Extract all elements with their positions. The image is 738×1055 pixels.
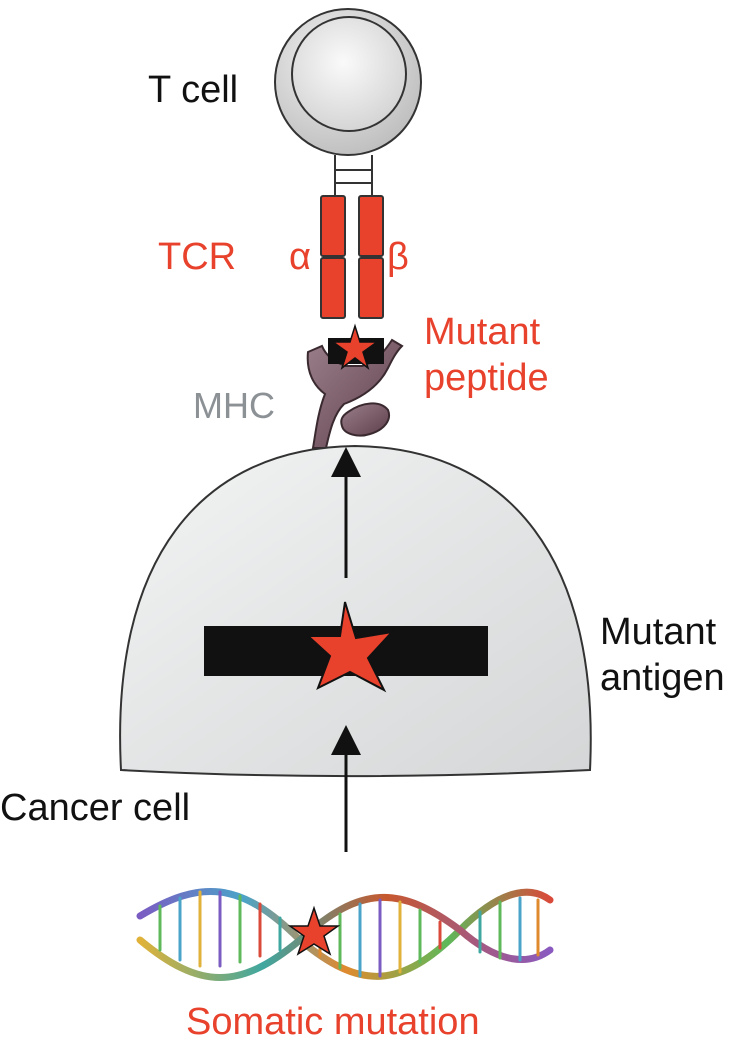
mutant-peptide-label-line1: Mutant	[424, 311, 541, 353]
tcr-alpha-chain	[320, 195, 346, 319]
antigen-mutation-star-icon	[305, 601, 395, 693]
t-cell-label: T cell	[148, 69, 238, 111]
mhc-molecule	[306, 338, 404, 449]
mhc-label: MHC	[193, 385, 275, 426]
tcr-label: TCR	[158, 236, 236, 278]
mutant-antigen-label-line2: antigen	[600, 657, 725, 699]
mutant-peptide-label-line2: peptide	[424, 357, 549, 399]
tcr-beta-chain	[358, 195, 384, 319]
dna-mutation-star-icon	[287, 905, 341, 956]
tcr-stalks	[334, 155, 373, 197]
cancer-cell-body	[119, 444, 592, 777]
cancer-cell-label: Cancer cell	[0, 787, 190, 829]
somatic-mutation-label: Somatic mutation	[186, 1001, 480, 1043]
dna-helix	[136, 887, 554, 981]
alpha-label: α	[289, 236, 311, 278]
mutant-antigen-label-line1: Mutant	[600, 611, 717, 653]
mutant-peptide	[328, 323, 384, 371]
t-cell-nucleus	[291, 16, 407, 132]
t-cell	[274, 8, 422, 156]
mutant-antigen	[204, 601, 488, 693]
beta-label: β	[387, 236, 409, 278]
peptide-mutation-star-icon	[330, 323, 380, 371]
